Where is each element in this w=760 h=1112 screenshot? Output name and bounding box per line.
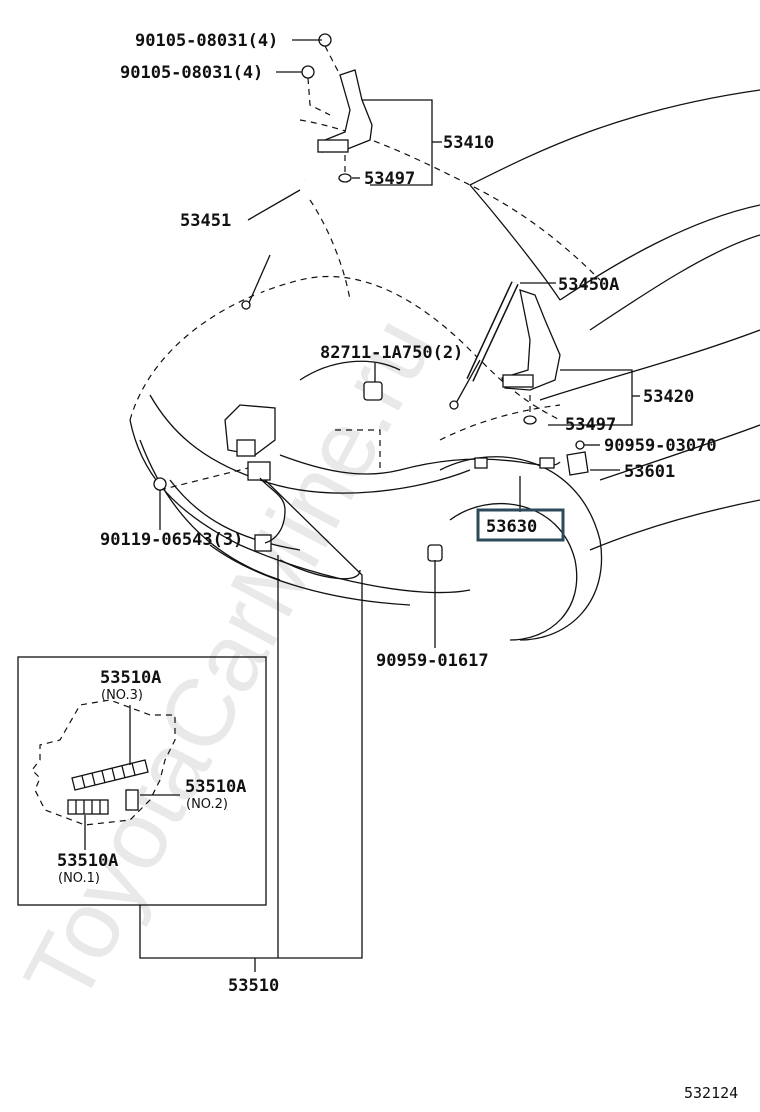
label-53497-b: 53497 [565, 415, 616, 435]
release-cable-53630 [259, 454, 561, 544]
inset-box [17, 656, 267, 906]
gas-strut-53450A [449, 281, 519, 410]
label-90119-06543: 90119-06543(3) [100, 530, 243, 550]
label-53497-a: 53497 [364, 169, 415, 189]
label-90959-01617: 90959-01617 [376, 651, 489, 671]
label-90959-03070: 90959-03070 [604, 436, 717, 456]
label-53510: 53510 [228, 976, 279, 996]
label-53410: 53410 [443, 133, 494, 153]
hood-hinge-right [501, 289, 561, 425]
hood-hinge-left [301, 33, 373, 183]
small-clips [363, 381, 589, 562]
inset-sub-no3: (NO.3) [101, 688, 143, 703]
label-90105-08031-b: 90105-08031(4) [120, 63, 263, 83]
figure-number: 532124 [684, 1084, 738, 1102]
part-labels: 90105-08031(4) 90105-08031(4) 53410 5349… [57, 31, 738, 1102]
spring-no3 [71, 759, 149, 791]
inset-sub-no1: (NO.1) [58, 871, 100, 886]
inset-label-no1: 53510A [57, 851, 118, 871]
label-53420: 53420 [643, 387, 694, 407]
label-53630: 53630 [486, 517, 537, 537]
hood-lock-assembly [153, 404, 276, 552]
label-53601: 53601 [624, 462, 675, 482]
label-82711-1A750: 82711-1A750(2) [320, 343, 463, 363]
label-53451: 53451 [180, 211, 231, 231]
label-90105-08031-a: 90105-08031(4) [135, 31, 278, 51]
spring-no1 [67, 799, 109, 815]
inset-label-no3: 53510A [100, 668, 161, 688]
spring-no2 [125, 789, 139, 811]
inset-label-no2: 53510A [185, 777, 246, 797]
inset-sub-no2: (NO.2) [186, 797, 228, 812]
leader-lines [139, 39, 640, 972]
label-53450A: 53450A [558, 275, 619, 295]
highlight-box [476, 508, 565, 542]
gas-strut-53451 [241, 179, 308, 310]
